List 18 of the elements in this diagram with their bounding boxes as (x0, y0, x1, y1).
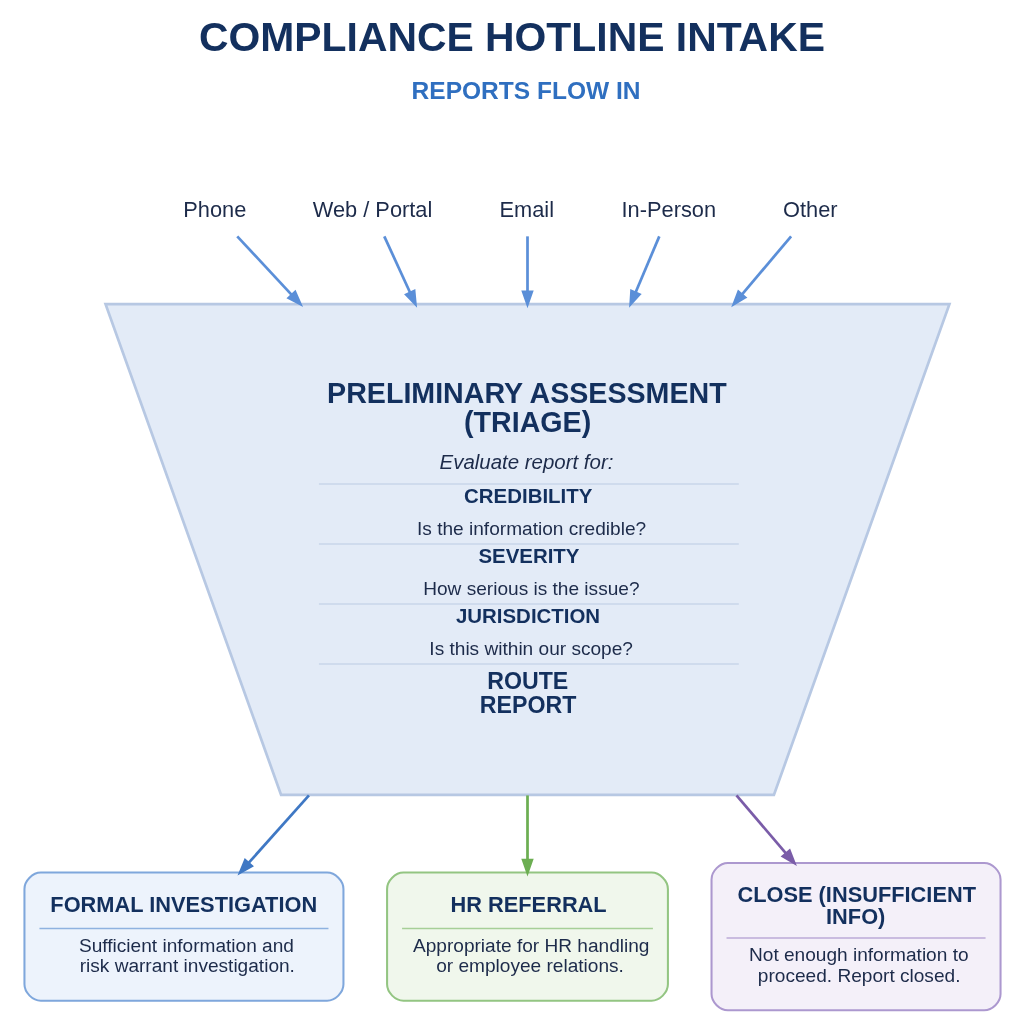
node-text: Other (782, 196, 838, 222)
arrow (235, 235, 303, 308)
diagram-title: COMPLIANCE HOTLINE INTAKE (198, 13, 825, 60)
label: REPORTS FLOW IN (411, 76, 640, 104)
arrow (734, 794, 797, 867)
node-text: In-Person (621, 196, 716, 222)
node-box: CLOSE (INSUFFICIENT INFO) Not enough information to proceed. Report closed. (710, 862, 1002, 1012)
arrow (520, 795, 534, 877)
node-box: HR REFERRAL Appropriate for HR handling or employee relations. (385, 871, 669, 1002)
arrow (237, 794, 310, 876)
node-box: FORMAL INVESTIGATION Sufficient information and risk warrant investigation. (22, 871, 344, 1002)
arrow (520, 236, 534, 309)
arrow (382, 235, 417, 308)
node-text: Email (499, 196, 554, 222)
node-text: Web / Portal (312, 196, 432, 222)
arrow (628, 235, 661, 308)
arrow (730, 235, 792, 308)
node-text: Phone (182, 196, 246, 222)
